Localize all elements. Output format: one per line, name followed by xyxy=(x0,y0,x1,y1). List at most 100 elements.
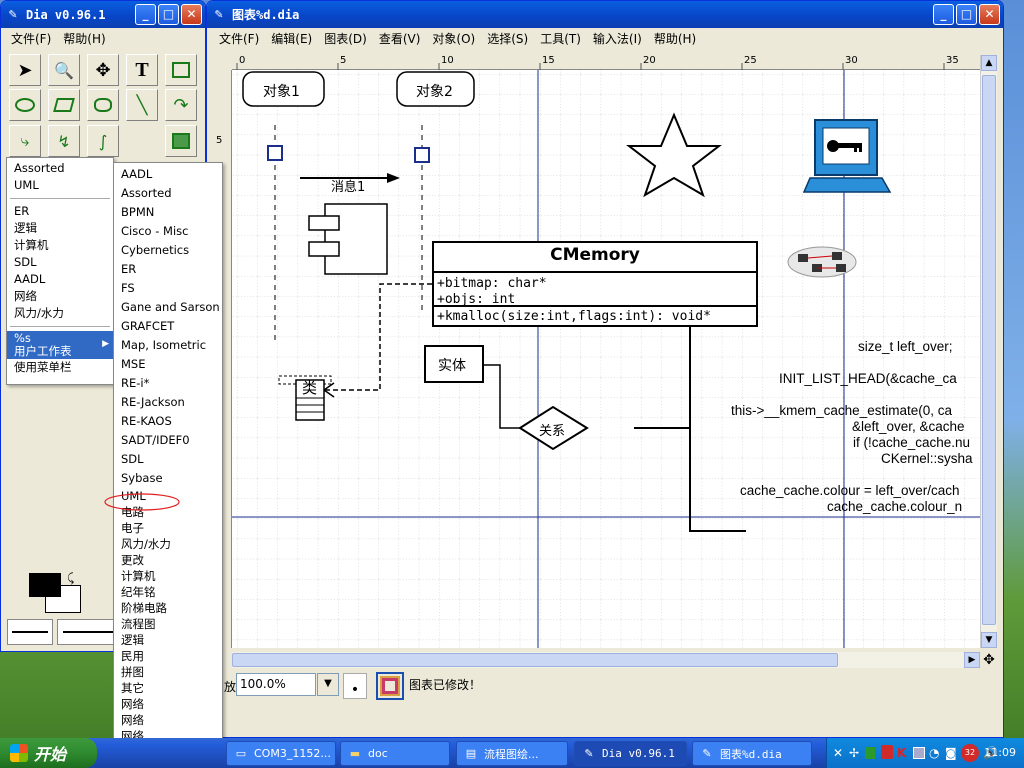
sheet-menu-item[interactable]: AADL xyxy=(14,272,46,286)
text-tool[interactable]: T xyxy=(126,54,158,86)
close-button[interactable]: ✕ xyxy=(181,4,202,25)
scroll-right-button[interactable]: ▶ xyxy=(964,652,980,668)
polygon-tool[interactable] xyxy=(48,89,80,121)
tray-icon[interactable] xyxy=(865,747,875,759)
sheet-item[interactable]: 逻辑 xyxy=(121,633,144,647)
line-width-selector[interactable] xyxy=(7,619,53,645)
sheet-item[interactable]: UML xyxy=(121,489,146,503)
sheet-item[interactable]: 电路 xyxy=(121,505,144,519)
navigate-icon[interactable]: ✥ xyxy=(983,652,995,668)
toolbox-titlebar[interactable]: ✎ Dia v0.96.1 _ □ ✕ xyxy=(1,1,205,28)
sheet-item[interactable]: 风力/水力 xyxy=(121,537,171,551)
sheet-item[interactable]: 更改 xyxy=(121,553,144,567)
sheet-item[interactable]: Assorted xyxy=(121,186,172,200)
menu-tools[interactable]: 工具(T) xyxy=(540,31,581,46)
menu-object[interactable]: 对象(O) xyxy=(432,31,476,46)
maximize-button[interactable]: □ xyxy=(158,4,179,25)
tray-icon[interactable] xyxy=(881,745,893,759)
scroll-thumb[interactable] xyxy=(232,653,838,667)
sheet-item[interactable]: 阶梯电路 xyxy=(121,601,167,615)
task-button[interactable]: ▬doc xyxy=(340,741,450,766)
beziergon-tool[interactable] xyxy=(87,89,119,121)
arc-tool[interactable]: ↷ xyxy=(165,89,197,121)
sheet-item[interactable]: RE-Jackson xyxy=(121,395,185,409)
tray-icon[interactable]: K xyxy=(897,746,907,760)
class-stub-shape[interactable] xyxy=(295,379,325,421)
sheet-item[interactable]: ER xyxy=(121,262,137,276)
sheet-item[interactable]: 拼图 xyxy=(121,665,144,679)
vertical-scrollbar[interactable]: ▲ ▼ xyxy=(980,55,997,648)
close-button[interactable]: ✕ xyxy=(979,4,1000,25)
sheet-item[interactable]: Cisco - Misc xyxy=(121,224,189,238)
uml-class-shape[interactable] xyxy=(432,241,758,327)
sheet-item[interactable]: 民用 xyxy=(121,649,144,663)
tray-icon[interactable]: ✢ xyxy=(849,746,860,760)
sheet-item[interactable]: Cybernetics xyxy=(121,243,190,257)
ellipse-tool[interactable] xyxy=(9,89,41,121)
sheet-item[interactable]: GRAFCET xyxy=(121,319,175,333)
zigzag-tool[interactable]: ⤷ xyxy=(9,125,41,157)
menu-help[interactable]: 帮助(H) xyxy=(63,31,106,46)
sheet-menu-item[interactable]: 逻辑 xyxy=(14,221,37,235)
sheet-menu-item[interactable]: 计算机 xyxy=(14,238,49,252)
zoom-input[interactable]: 100.0% xyxy=(236,673,316,696)
sheet-item[interactable]: BPMN xyxy=(121,205,155,219)
menu-diagram[interactable]: 图表(D) xyxy=(324,31,367,46)
sheet-menu-item[interactable]: 风力/水力 xyxy=(14,306,64,320)
object-2-box[interactable] xyxy=(396,71,475,107)
menu-file[interactable]: 文件(F) xyxy=(219,31,260,46)
sheet-item[interactable]: SDL xyxy=(121,452,144,466)
sheet-item[interactable]: 计算机 xyxy=(121,569,156,583)
use-menubar-item[interactable]: 使用菜单栏 xyxy=(14,360,72,374)
menu-view[interactable]: 查看(V) xyxy=(378,31,421,46)
sheet-item[interactable]: 电子 xyxy=(121,521,144,535)
sheet-item[interactable]: 其它 xyxy=(121,681,144,695)
object-1-box[interactable] xyxy=(242,71,325,107)
tray-icon[interactable]: ◙ xyxy=(945,746,957,760)
sheet-item[interactable]: 纪年铭 xyxy=(121,585,156,599)
sheet-item[interactable]: 网络 xyxy=(121,697,144,711)
scroll-thumb[interactable] xyxy=(982,75,996,625)
entity-shape[interactable] xyxy=(424,345,484,383)
menu-edit[interactable]: 编辑(E) xyxy=(271,31,313,46)
network-cloud-icon[interactable] xyxy=(787,246,857,278)
start-button[interactable]: 开始 xyxy=(0,738,97,768)
bezierline-tool[interactable]: ∫ xyxy=(87,125,119,157)
box-tool[interactable] xyxy=(165,54,197,86)
scroll-up-button[interactable]: ▲ xyxy=(981,55,997,71)
sheet-item[interactable]: SADT/IDEF0 xyxy=(121,433,190,447)
sheet-item[interactable]: Sybase xyxy=(121,471,163,485)
pointer-tool[interactable]: ➤ xyxy=(9,54,41,86)
menu-help[interactable]: 帮助(H) xyxy=(653,31,697,46)
sheet-item[interactable]: RE-KAOS xyxy=(121,414,172,428)
tray-badge-icon[interactable]: 32 xyxy=(961,744,979,762)
tray-icon[interactable]: ◔ xyxy=(929,746,940,760)
horizontal-scrollbar[interactable]: ▶ xyxy=(232,652,980,668)
diagram-titlebar[interactable]: ✎ 图表%d.dia _ □ ✕ xyxy=(207,1,1003,28)
tray-icon[interactable] xyxy=(913,747,925,759)
sheet-item[interactable]: MSE xyxy=(121,357,146,371)
magnetic-toggle[interactable] xyxy=(376,672,404,700)
sheet-item[interactable]: AADL xyxy=(121,167,153,181)
sheet-menu-item[interactable]: UML xyxy=(14,178,39,192)
menu-ime[interactable]: 输入法(I) xyxy=(592,31,642,46)
tray-icon[interactable]: ✕ xyxy=(833,746,844,760)
sheet-menu-item[interactable]: SDL xyxy=(14,255,37,269)
line-tool[interactable]: ╲ xyxy=(126,89,158,121)
maximize-button[interactable]: □ xyxy=(956,4,977,25)
task-button[interactable]: ✎图表%d.dia xyxy=(692,741,812,766)
color-selector[interactable] xyxy=(29,573,81,613)
sheet-menu-item[interactable]: 网络 xyxy=(14,289,37,303)
diagram-canvas[interactable]: 对象1 对象2 消息1 类 CMemory +bitmap: char* +ob… xyxy=(232,70,980,648)
zoom-dropdown-button[interactable]: ▼ xyxy=(317,673,339,696)
image-tool[interactable] xyxy=(165,125,197,157)
relation-shape[interactable] xyxy=(518,405,589,451)
user-sheets-submenu[interactable]: %s 用户工作表 ▶ xyxy=(7,331,113,359)
menu-file[interactable]: 文件(F) xyxy=(11,31,52,46)
sheet-item[interactable]: Map, Isometric xyxy=(121,338,207,352)
sheet-item[interactable]: Gane and Sarson xyxy=(121,300,220,314)
star-shape[interactable] xyxy=(626,112,722,198)
snap-grid-toggle[interactable]: • xyxy=(343,673,367,699)
sheet-item[interactable]: 网络 xyxy=(121,713,144,727)
task-button[interactable]: ▤流程图绘... xyxy=(456,741,568,766)
